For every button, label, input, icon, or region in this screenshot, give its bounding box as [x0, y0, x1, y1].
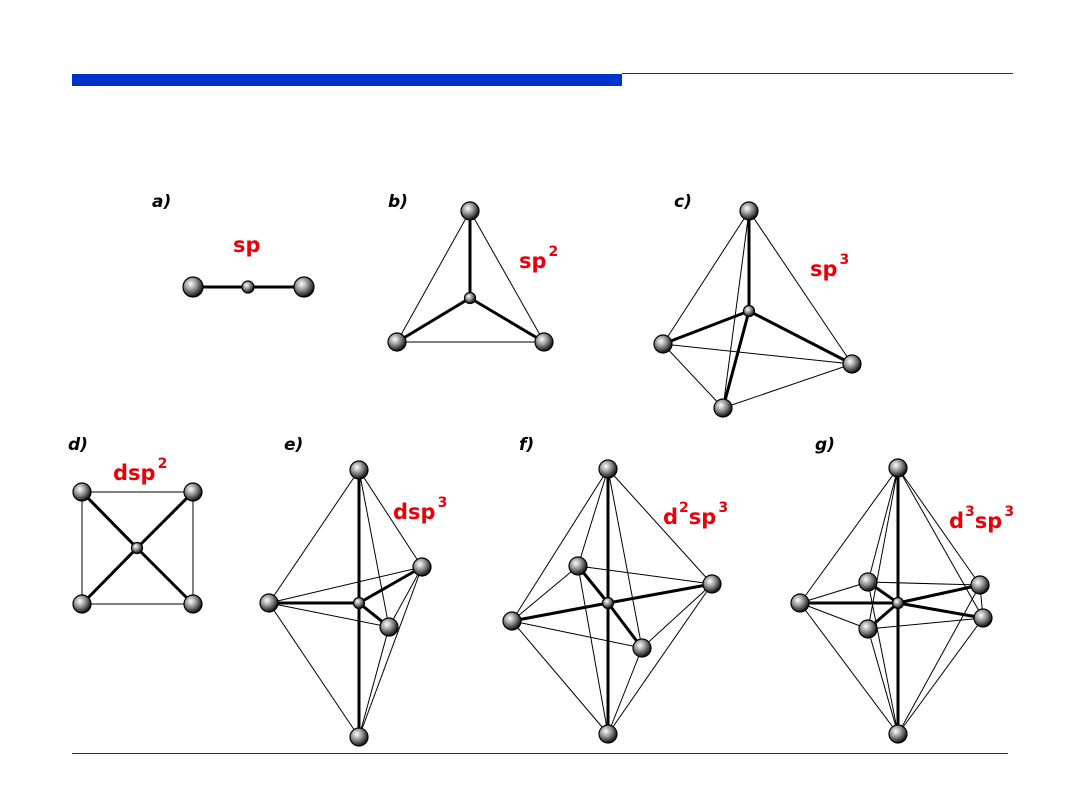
central-atom — [352, 596, 366, 610]
ligand-atom — [293, 276, 315, 298]
ligand-atom — [858, 572, 878, 592]
ligand-atom — [182, 276, 204, 298]
ligand-atom — [183, 594, 203, 614]
ligand-atom — [888, 458, 908, 478]
ligand-atom — [888, 724, 908, 744]
ligand-atom — [349, 727, 369, 747]
panel-g-letter: g) — [815, 435, 835, 455]
panel-b-letter: b) — [388, 192, 408, 212]
central-atom — [130, 541, 144, 555]
ligand-atom — [259, 593, 279, 613]
ligand-atom — [534, 332, 554, 352]
ligand-atom — [387, 332, 407, 352]
central-atom — [891, 596, 905, 610]
panel-e-letter: e) — [284, 435, 303, 455]
ligand-atom — [460, 201, 480, 221]
ligand-atom — [970, 575, 990, 595]
ligand-atom — [379, 617, 399, 637]
header-accent-bar — [72, 74, 622, 86]
panel-f-letter: f) — [519, 435, 534, 455]
central-atom — [601, 596, 615, 610]
ligand-atom — [502, 611, 522, 631]
ligand-atom — [858, 619, 878, 639]
central-atom — [241, 280, 255, 294]
panel-a-letter: a) — [152, 192, 171, 212]
central-atom — [742, 304, 756, 318]
footer-rule — [72, 753, 1008, 754]
panel-c-letter: c) — [674, 192, 692, 212]
ligand-atom — [713, 398, 733, 418]
panel-a: a) sp — [152, 192, 315, 298]
ligand-atom — [349, 460, 369, 480]
ligand-atom — [739, 201, 759, 221]
ligand-atom — [72, 482, 92, 502]
ligand-atom — [72, 594, 92, 614]
panel-a-hybridization: sp — [233, 233, 261, 257]
central-atom — [463, 291, 477, 305]
ligand-atom — [183, 482, 203, 502]
ligand-atom — [653, 334, 673, 354]
ligand-atom — [702, 574, 722, 594]
ligand-atom — [598, 724, 618, 744]
panel-d-letter: d) — [68, 435, 88, 455]
ligand-atom — [842, 354, 862, 374]
header-rule — [622, 73, 1013, 74]
ligand-atom — [632, 638, 652, 658]
ligand-atom — [568, 556, 588, 576]
ligand-atom — [412, 557, 432, 577]
ligand-atom — [598, 459, 618, 479]
ligand-atom — [973, 608, 993, 628]
ligand-atom — [790, 593, 810, 613]
